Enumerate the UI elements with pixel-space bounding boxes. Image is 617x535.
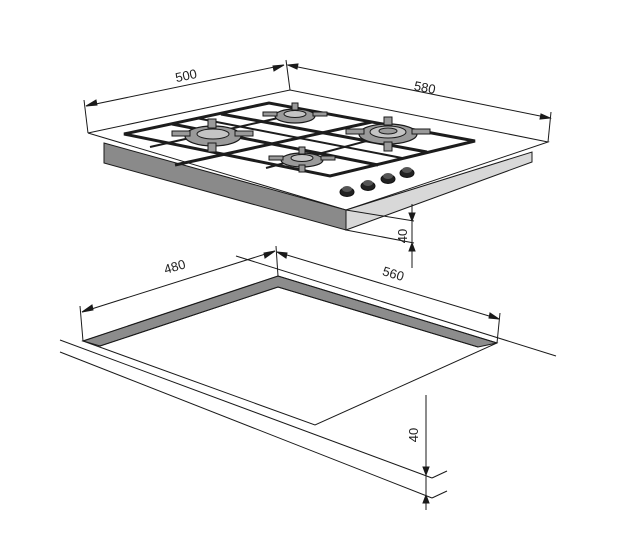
dimension-hob-depth: 500 [83, 59, 291, 134]
dimension-hob-width: 580 [286, 63, 552, 143]
burner-front [268, 146, 336, 173]
hob-top-surface [87, 89, 550, 211]
label-hob-depth: 500 [174, 66, 198, 85]
knob-icon [380, 173, 396, 184]
hob: 500 580 40 [83, 59, 552, 268]
burner-wok [345, 116, 431, 152]
dimension-counter-thickness: 40 [406, 395, 430, 510]
knob-icon [360, 180, 376, 191]
countertop-cutout: 480 560 40 [59, 245, 557, 510]
knob-icon [339, 186, 355, 197]
control-knobs [339, 167, 415, 197]
knob-icon [399, 167, 415, 178]
cutout-back-walls [81, 275, 498, 348]
dimension-cutout-width: 560 [276, 251, 501, 344]
label-counter-thickness: 40 [406, 428, 421, 442]
label-cutout-depth: 480 [162, 256, 187, 277]
label-hob-height: 40 [395, 229, 410, 243]
dimension-cutout-depth: 480 [79, 245, 279, 342]
burner-rear-right [262, 102, 328, 124]
label-cutout-width: 560 [381, 263, 406, 284]
label-hob-width: 580 [413, 78, 437, 97]
hob-side-body [345, 151, 533, 231]
dimension-hob-height: 40 [345, 204, 416, 268]
burner-rear-left [171, 118, 254, 153]
cutout-opening [81, 275, 499, 426]
